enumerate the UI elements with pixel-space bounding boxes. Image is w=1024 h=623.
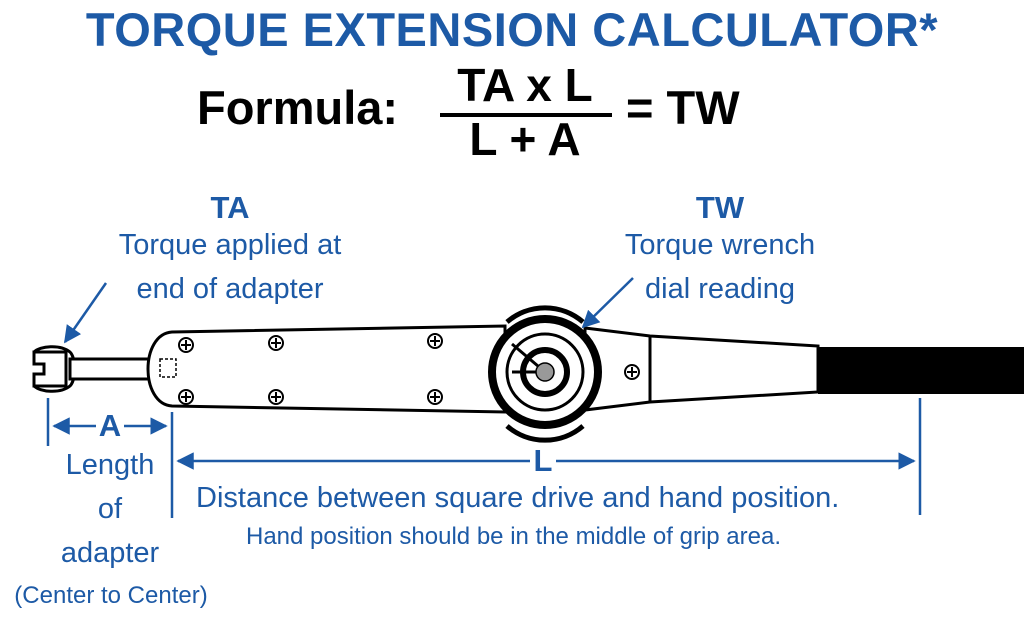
- page-title: TORQUE EXTENSION CALCULATOR*: [85, 3, 939, 56]
- formula-denominator: L + A: [469, 113, 581, 165]
- torque-wrench-body: [146, 324, 1024, 414]
- l-description: Distance between square drive and hand p…: [196, 482, 840, 514]
- a-desc-line1: Length: [65, 449, 155, 481]
- ta-arrow: [63, 282, 108, 344]
- dial-gauge: [488, 305, 602, 443]
- tw-desc-line2: dial reading: [645, 273, 795, 305]
- formula-numerator: TA x L: [457, 59, 593, 111]
- a-note: (Center to Center): [14, 582, 208, 609]
- grip-handle: [818, 347, 1024, 394]
- square-drive: [159, 358, 177, 378]
- formula-result: = TW: [626, 81, 740, 134]
- tw-abbr: TW: [695, 190, 745, 225]
- ta-abbr: TA: [210, 190, 250, 225]
- l-note: Hand position should be in the middle of…: [246, 523, 782, 550]
- screws: [178, 333, 640, 405]
- l-abbr: L: [533, 443, 553, 478]
- adapter-wrench: [32, 345, 154, 393]
- tw-arrow: [581, 277, 634, 329]
- a-desc-line3: adapter: [60, 537, 160, 569]
- a-abbr: A: [98, 408, 122, 443]
- formula-label: Formula:: [197, 81, 399, 134]
- fraction-bar: [440, 113, 612, 117]
- tw-desc-line1: Torque wrench: [624, 229, 816, 261]
- a-desc-line2: of: [97, 493, 123, 525]
- ta-desc-line2: end of adapter: [136, 273, 324, 305]
- ta-desc-line1: Torque applied at: [118, 229, 342, 261]
